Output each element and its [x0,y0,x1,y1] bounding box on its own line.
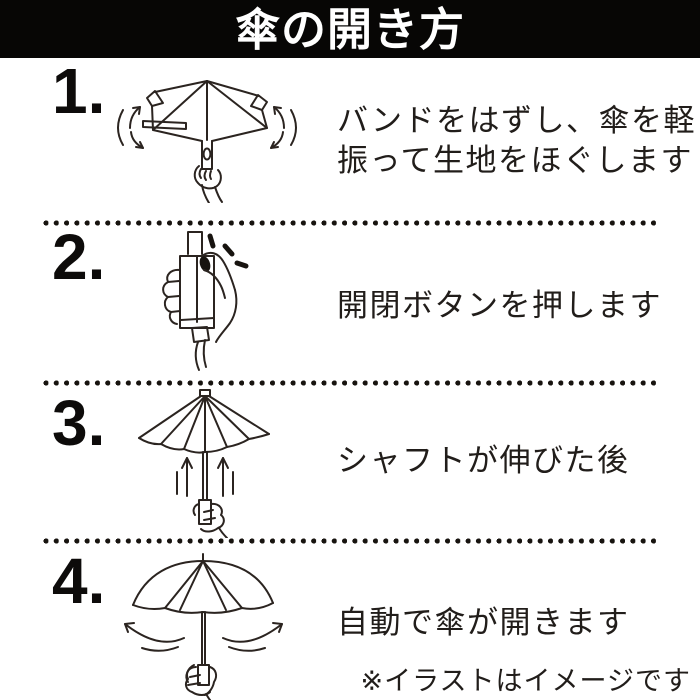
umbrella-band [142,120,187,130]
step-2-caption: 開閉ボタンを押します [337,286,662,326]
umbrella-shake-illustration [110,78,300,203]
step-4-number: 4. [52,545,106,617]
step-3-number: 3. [52,387,106,459]
umbrella-handle [201,140,213,170]
step-1-caption-line-1: バンドをはずし、傘を軽く [337,103,700,138]
shaft [201,611,206,666]
step-1-caption: バンドをはずし、傘を軽く 振って生地をほぐします [337,101,700,181]
extend-up-arrows-icon [176,457,234,497]
holding-hand [184,664,218,700]
drooping-canopy [138,389,270,454]
dotted-divider-1 [42,219,658,227]
step-2: 2. [0,221,700,379]
step-1-caption-line-2: 振って生地をほぐします [337,143,693,178]
step-3: 3. [0,387,700,538]
gripping-fingers [162,268,181,325]
hand-press-button-illustration [148,230,263,375]
step-3-caption-line-1: シャフトが伸びた後 [337,443,630,478]
holding-hand [192,499,228,538]
step-1: 1. [0,57,700,219]
step-4: 4. [0,545,700,700]
step-2-number: 2. [52,221,106,293]
umbrella-auto-open-illustration [118,553,293,700]
step-3-caption: シャフトが伸びた後 [337,441,630,481]
step-1-number: 1. [52,55,106,127]
shake-arrows-icon [117,106,297,149]
handle-bottom-strap [191,326,210,371]
open-swoosh-arrows-icon [124,622,283,652]
holding-hand [193,165,223,203]
umbrella-shaft-extend-illustration [135,388,275,538]
folded-umbrella-canopy [146,80,268,142]
dotted-divider-2 [42,379,658,387]
extended-shaft [202,451,208,501]
pressing-thumb [201,251,238,343]
illustration-disclaimer: ※イラストはイメージです [360,666,691,696]
emphasis-marks-icon [207,233,249,269]
umbrella-shaft [187,231,203,255]
step-2-caption-line-1: 開閉ボタンを押します [337,288,662,323]
page-title: 傘の開き方 [234,3,465,55]
step-4-caption: 自動で傘が開きます [337,603,630,643]
open-canopy [132,553,274,614]
dotted-divider-3 [42,537,658,545]
header: 傘の開き方 [0,0,700,58]
step-4-caption-line-1: 自動で傘が開きます [337,605,630,640]
open-close-button-icon [199,256,211,272]
